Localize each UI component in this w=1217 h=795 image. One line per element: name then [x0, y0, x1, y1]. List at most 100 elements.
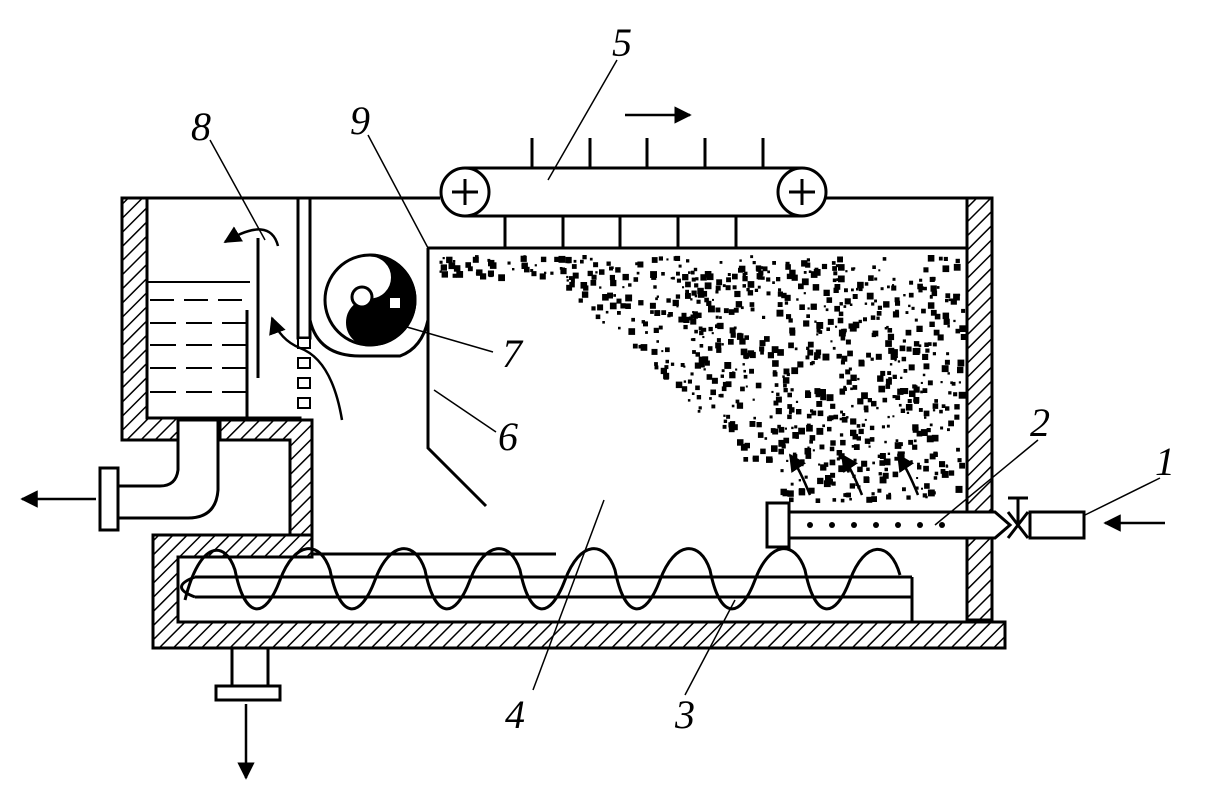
particle [777, 349, 784, 356]
particle [804, 447, 812, 455]
label-2: 2 [1030, 400, 1050, 445]
particle [838, 353, 842, 358]
particle [801, 278, 809, 286]
particle [782, 375, 785, 378]
particle [571, 264, 577, 269]
particle [439, 270, 442, 273]
particle [861, 423, 866, 427]
particle [920, 390, 923, 394]
particle [887, 371, 892, 375]
particle [837, 317, 844, 324]
particle [789, 497, 794, 503]
particle [578, 298, 583, 303]
particle [752, 398, 755, 401]
particle [754, 288, 759, 292]
particle [887, 452, 891, 455]
particle [790, 482, 794, 486]
particle [615, 267, 621, 273]
particle [766, 456, 773, 463]
particle [895, 300, 901, 306]
particle [786, 273, 793, 280]
particle [617, 311, 621, 315]
particle [764, 437, 768, 440]
particle [788, 318, 793, 323]
particle [957, 359, 965, 367]
particle [880, 370, 886, 376]
particle [809, 435, 816, 441]
left-outlet-pipe [98, 420, 220, 532]
particle [622, 286, 625, 289]
particle [694, 294, 698, 298]
particle [780, 469, 784, 473]
particle [805, 262, 811, 268]
particle [771, 346, 779, 353]
particle [798, 488, 805, 495]
particle [870, 315, 876, 320]
particle [757, 432, 764, 438]
particle [887, 333, 895, 341]
particle [665, 347, 670, 353]
particle [892, 395, 896, 399]
particle [690, 314, 695, 319]
particle [954, 414, 960, 420]
particle [783, 377, 789, 383]
particle [940, 381, 943, 384]
particle [816, 427, 824, 435]
particle [570, 278, 575, 283]
particle [884, 440, 887, 444]
particle [823, 305, 826, 308]
particle [746, 288, 750, 292]
particle [823, 289, 830, 296]
particle [777, 302, 783, 307]
particle [550, 271, 554, 275]
particle [892, 471, 899, 478]
particle [776, 392, 780, 396]
particle [697, 287, 704, 295]
particle [956, 447, 960, 452]
particle [948, 470, 955, 476]
particle [786, 459, 789, 462]
particle [888, 377, 892, 381]
particle [838, 465, 846, 473]
particle [923, 465, 929, 472]
particle [740, 306, 744, 310]
particle [767, 352, 774, 359]
particle [847, 470, 850, 473]
particle [649, 302, 656, 309]
particle [864, 408, 869, 413]
particle [887, 328, 893, 333]
particle [858, 360, 865, 367]
particle [897, 360, 901, 363]
particle [448, 262, 456, 270]
particle [890, 353, 897, 360]
particle [916, 430, 923, 437]
particle [932, 342, 937, 347]
particle [951, 381, 956, 386]
particle [690, 298, 693, 301]
particle [931, 434, 939, 442]
particle [590, 280, 597, 286]
particle [892, 277, 896, 281]
particle [908, 364, 915, 371]
particle [799, 304, 805, 310]
particle [760, 350, 764, 355]
particle [725, 285, 731, 291]
particle [812, 284, 820, 291]
particle [711, 377, 718, 384]
particle [764, 336, 770, 342]
particle [958, 293, 961, 296]
particle [806, 258, 810, 262]
particle [959, 462, 965, 469]
particle [625, 303, 631, 309]
particle [753, 416, 756, 420]
particle [633, 277, 639, 282]
particle [580, 259, 584, 264]
particle [707, 346, 713, 351]
particle [832, 266, 837, 271]
particle [735, 399, 740, 404]
particle [691, 277, 696, 282]
particle [441, 271, 448, 278]
particle [668, 312, 673, 317]
particle [851, 445, 855, 448]
particle [915, 486, 919, 490]
